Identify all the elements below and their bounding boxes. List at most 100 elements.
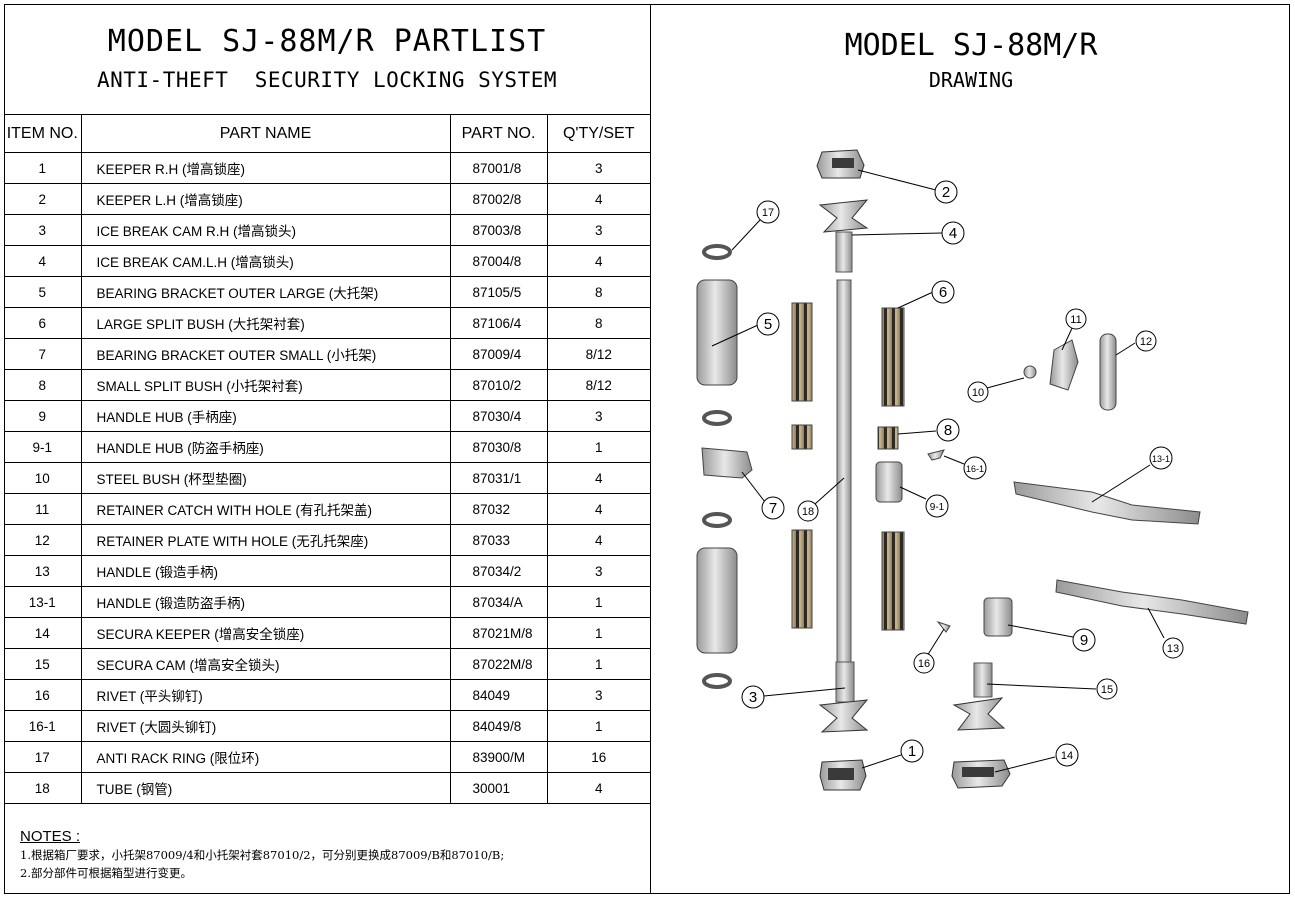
steel-bush-part (1023, 365, 1037, 379)
callout-18: 18 (797, 500, 819, 522)
part-name-cell: RETAINER CATCH WITH HOLE (有孔托架盖) (80, 493, 451, 525)
callout-15: 15 (1096, 678, 1118, 700)
qty-cell: 3 (546, 400, 650, 432)
qty-cell: 4 (546, 772, 650, 804)
part-name-cell: HANDLE (锻造防盗手柄) (80, 586, 451, 618)
callout-13-1: 13-1 (1149, 446, 1173, 470)
part-name-cell: KEEPER R.H (增高锁座) (80, 152, 451, 184)
svg-text:11: 11 (1070, 314, 1081, 326)
item-no-cell: 8 (4, 369, 82, 401)
part-no-cell: 87001/8 (449, 152, 548, 184)
callout-bubbles: 2 4 17 6 5 11 12 10 8 16-1 13-1 7 18 9-1… (741, 180, 1184, 767)
callout-14: 14 (1055, 743, 1079, 767)
item-no-cell: 16 (4, 679, 82, 711)
anti-rack-ring-part (702, 244, 732, 260)
qty-cell: 3 (546, 214, 650, 246)
callout-16: 16 (913, 652, 935, 674)
qty-cell: 4 (546, 493, 650, 525)
part-no-cell: 84049 (449, 679, 548, 711)
qty-cell: 1 (546, 431, 650, 463)
item-no-cell: 5 (4, 276, 82, 308)
keeper-lh-part (816, 149, 865, 179)
callout-9-1: 9-1 (925, 494, 949, 518)
part-no-cell: 87032 (449, 493, 548, 525)
part-no-cell: 87034/A (449, 586, 548, 618)
qty-cell: 8/12 (546, 369, 650, 401)
large-split-bush-part (881, 307, 905, 407)
item-no-cell: 3 (4, 214, 82, 246)
handle-hub-part (983, 597, 1013, 637)
callout-5: 5 (756, 312, 780, 336)
callout-10: 10 (967, 381, 989, 403)
anti-rack-ring-part (702, 410, 732, 426)
svg-text:3: 3 (749, 689, 757, 706)
retainer-plate-part (1099, 333, 1117, 411)
part-name-cell: RIVET (平头铆钉) (80, 679, 451, 711)
item-no-cell: 15 (4, 648, 82, 680)
notes-section: NOTES : 1.根据箱厂要求，小托架87009/4和小托架衬套87010/2… (20, 828, 640, 881)
item-no-cell: 7 (4, 338, 82, 370)
svg-text:7: 7 (769, 500, 777, 517)
item-no-cell: 2 (4, 183, 82, 215)
notes-title: NOTES : (20, 828, 81, 845)
partlist-header: MODEL SJ-88M/R PARTLIST ANTI-THEFT SECUR… (4, 4, 650, 114)
qty-cell: 4 (546, 524, 650, 556)
item-no-cell: 10 (4, 462, 82, 494)
exploded-view-drawing: 2 4 17 6 5 11 12 10 8 16-1 13-1 7 18 9-1… (696, 149, 1249, 791)
item-no-cell: 18 (4, 772, 82, 804)
handle-hub-security-part (875, 461, 903, 503)
qty-cell: 8 (546, 307, 650, 339)
small-split-bush-part (877, 426, 899, 450)
callout-7: 7 (761, 496, 785, 520)
svg-text:10: 10 (972, 387, 984, 399)
svg-text:16-1: 16-1 (966, 464, 984, 474)
partlist-subtitle: ANTI-THEFT SECURITY LOCKING SYSTEM (96, 68, 557, 92)
callout-1: 1 (900, 739, 924, 763)
partlist-title: MODEL SJ-88M/R PARTLIST (107, 24, 547, 59)
handle-security-part (1013, 481, 1201, 525)
bearing-bracket-large-part (696, 279, 738, 386)
part-no-cell: 87004/8 (449, 245, 548, 277)
part-name-cell: LARGE SPLIT BUSH (大托架衬套) (80, 307, 451, 339)
svg-text:9: 9 (1080, 632, 1088, 649)
part-name-cell: HANDLE HUB (手柄座) (80, 400, 451, 432)
keeper-rh-part (819, 759, 867, 791)
item-no-cell: 17 (4, 741, 82, 773)
rivet-flat-head-part (936, 620, 951, 633)
part-no-cell: 87009/4 (449, 338, 548, 370)
part-name-cell: KEEPER L.H (增高锁座) (80, 183, 451, 215)
part-name-cell: STEEL BUSH (杯型垫圈) (80, 462, 451, 494)
qty-cell: 3 (546, 679, 650, 711)
tube-part (836, 279, 852, 671)
part-no-cell: 87021M/8 (449, 617, 548, 649)
svg-text:1: 1 (908, 743, 916, 760)
callout-9: 9 (1072, 628, 1096, 652)
large-split-bush-part (791, 302, 813, 402)
svg-text:2: 2 (942, 184, 950, 201)
qty-cell: 8/12 (546, 338, 650, 370)
part-no-cell: 87030/4 (449, 400, 548, 432)
ice-break-cam-rh-part (818, 661, 869, 733)
svg-text:16: 16 (918, 658, 930, 670)
svg-text:5: 5 (764, 316, 772, 333)
secura-keeper-part (951, 759, 1011, 789)
ice-break-cam-lh-part (818, 199, 869, 273)
part-no-cell: 87105/5 (449, 276, 548, 308)
bearing-bracket-small-part (701, 447, 753, 479)
svg-text:14: 14 (1061, 750, 1073, 762)
part-name-cell: ICE BREAK CAM.L.H (增高锁头) (80, 245, 451, 277)
part-no-cell: 87010/2 (449, 369, 548, 401)
col-header-item: ITEM NO. (4, 114, 82, 153)
svg-text:9-1: 9-1 (930, 502, 945, 513)
part-no-cell: 84049/8 (449, 710, 548, 742)
part-no-cell: 87003/8 (449, 214, 548, 246)
part-name-cell: RIVET (大圆头铆钉) (80, 710, 451, 742)
